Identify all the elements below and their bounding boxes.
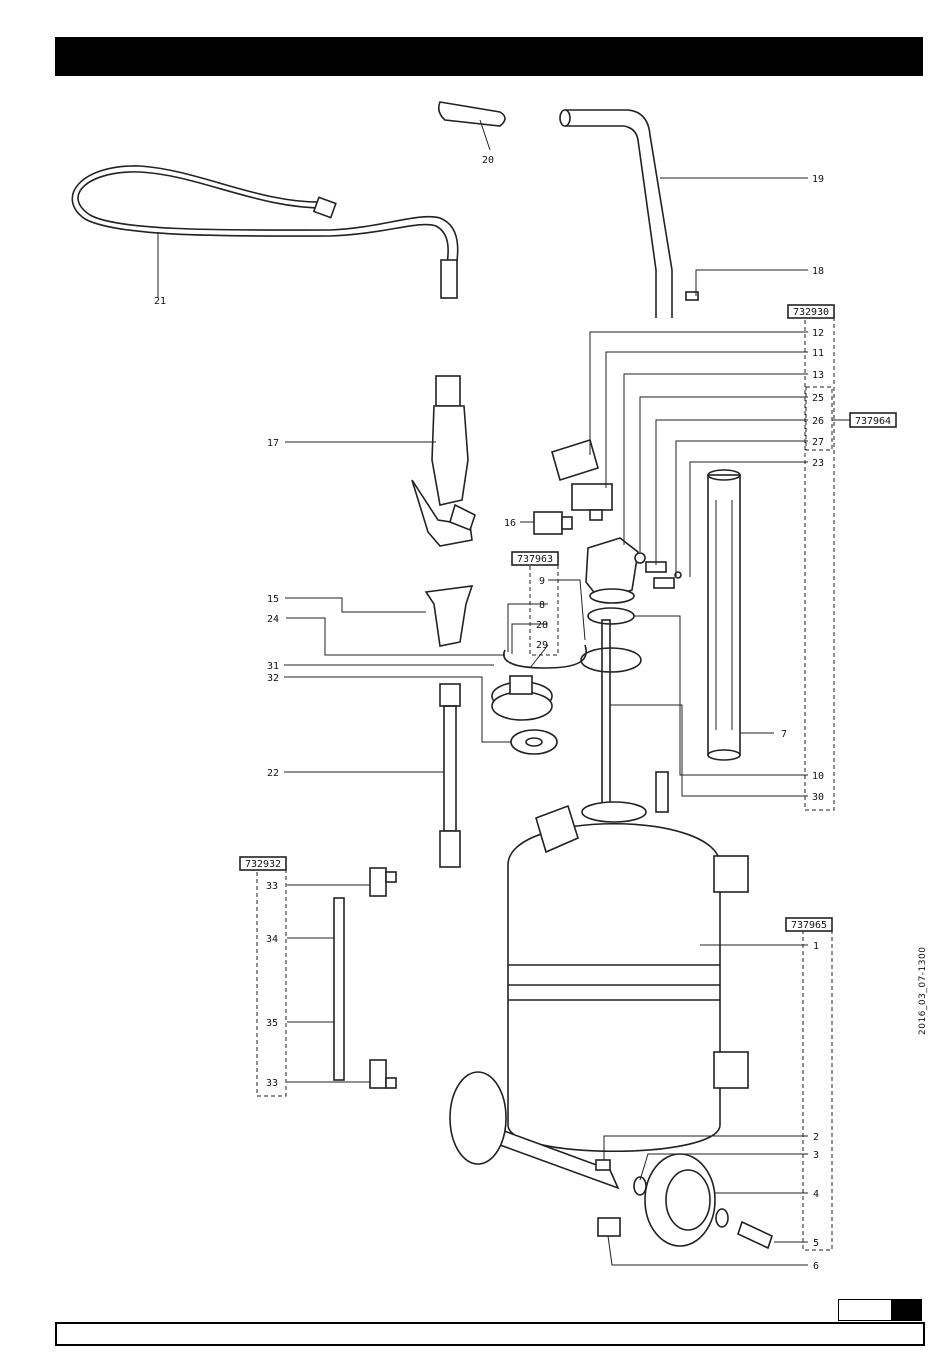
label-20: 20 [482, 155, 494, 166]
label-3: 3 [813, 1150, 819, 1161]
label-7: 7 [781, 729, 787, 740]
label-33-top: 33 [266, 881, 278, 892]
label-10: 10 [812, 771, 824, 782]
kit-737965-frame: 737965 [786, 918, 832, 1250]
part-19-handle-tube [560, 110, 672, 318]
label-24: 24 [267, 614, 279, 625]
label-5: 5 [813, 1238, 819, 1249]
label-28: 28 [536, 620, 548, 631]
part-1-tank [508, 772, 748, 1151]
label-15: 15 [267, 594, 279, 605]
label-32: 32 [267, 673, 279, 684]
label-9: 9 [539, 576, 545, 587]
label-18: 18 [812, 266, 824, 277]
page-tab-fill [891, 1300, 921, 1320]
label-17: 17 [267, 438, 279, 449]
footer-bar [55, 1322, 925, 1346]
part-32-washer [511, 730, 557, 754]
part-21-hose [72, 166, 457, 298]
label-34: 34 [266, 934, 278, 945]
label-27: 27 [812, 437, 824, 448]
part-17-dispensing-gun [412, 376, 475, 546]
part-33-34-35-sight-gauge [334, 868, 396, 1088]
part-16-valve [534, 512, 572, 534]
kit-737964-code: 737964 [855, 416, 891, 427]
part-12-knurled-cap [552, 440, 598, 480]
part-11-filter [572, 484, 612, 520]
document-code: 2016_03_07-1300 [918, 947, 928, 1035]
kit-732930-code: 732930 [793, 307, 829, 318]
label-35: 35 [266, 1018, 278, 1029]
part-5-axle-pin [738, 1222, 772, 1248]
part-25-26-27-fittings [635, 553, 681, 588]
page-number-tab [838, 1299, 922, 1321]
part-20-grip [439, 102, 505, 126]
kit-732932-frame: 732932 [240, 857, 286, 1096]
label-25: 25 [812, 393, 824, 404]
label-6: 6 [813, 1261, 819, 1272]
label-21: 21 [154, 296, 166, 307]
part-29-o-ring [581, 648, 641, 672]
part-13-pump-head [586, 538, 638, 603]
part-31-bung-cap [492, 676, 552, 720]
label-19: 19 [812, 174, 824, 185]
label-4: 4 [813, 1189, 819, 1200]
part-7-strainer-tube [708, 470, 740, 760]
label-13: 13 [812, 370, 824, 381]
label-22: 22 [267, 768, 279, 779]
label-2: 2 [813, 1132, 819, 1143]
part-22-level-tube [440, 684, 460, 867]
part-15-funnel [426, 586, 472, 646]
label-29: 29 [536, 640, 548, 651]
label-8: 8 [539, 600, 545, 611]
label-30: 30 [812, 792, 824, 803]
part-10-gasket [588, 608, 634, 624]
label-33-bottom: 33 [266, 1078, 278, 1089]
label-12: 12 [812, 328, 824, 339]
part-6-drain-plug [598, 1218, 620, 1236]
label-16: 16 [504, 518, 516, 529]
label-11: 11 [812, 348, 824, 359]
kit-737965-code: 737965 [791, 920, 827, 931]
label-26: 26 [812, 416, 824, 427]
label-23: 23 [812, 458, 824, 469]
label-1: 1 [813, 941, 819, 952]
kit-737963-code: 737963 [517, 554, 553, 565]
label-31: 31 [267, 661, 279, 672]
kit-732932-code: 732932 [245, 859, 281, 870]
